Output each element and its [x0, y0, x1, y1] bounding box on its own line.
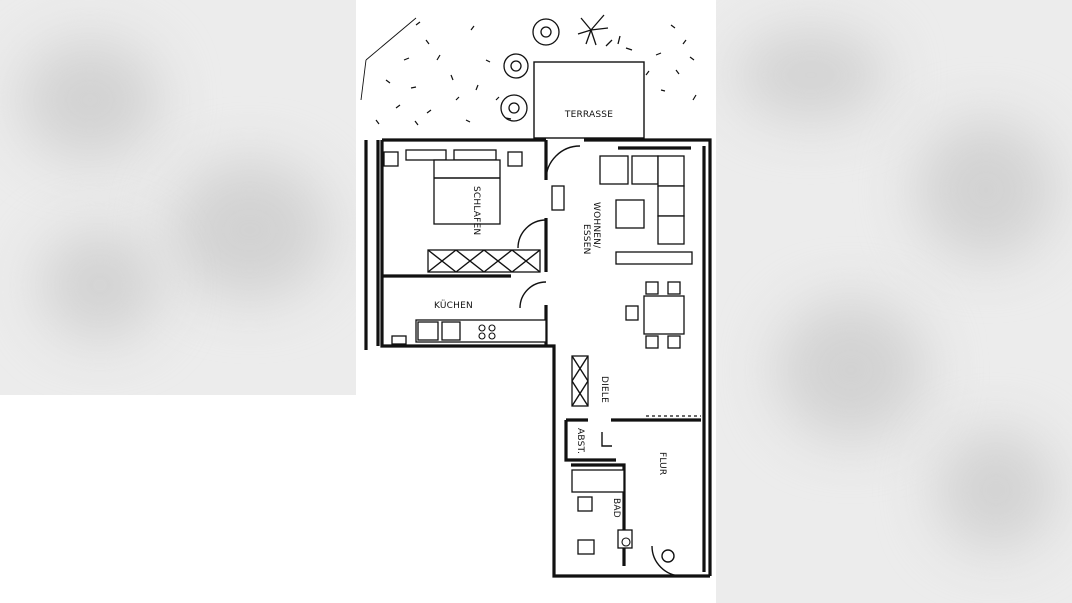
living-label-line2: ESSEN [581, 224, 591, 255]
bath-fixtures [571, 469, 675, 563]
bathtub [571, 469, 625, 493]
hall-label: DIELE [599, 376, 609, 403]
kitchen-label: KÜCHEN [434, 300, 473, 311]
doors [517, 145, 683, 577]
wardrobe [427, 249, 541, 273]
floor-plan: TERRASSE [356, 0, 716, 603]
blurred-right-panel [716, 0, 1072, 603]
hall-furniture [571, 355, 701, 417]
shrubs [500, 14, 633, 122]
sideboard [615, 251, 693, 265]
terrace-label: TERRASSE [564, 110, 613, 120]
blurred-left-panel [0, 0, 356, 603]
entrance-marker [661, 549, 675, 563]
living-label-line1: WOHNEN/ [591, 202, 601, 249]
dining-table [643, 295, 685, 335]
living-label: WOHNEN/ ESSEN [581, 202, 601, 255]
bedroom-furniture [383, 149, 541, 273]
storage-label: ABST. [575, 428, 585, 454]
floor-plan-drawing: TERRASSE [360, 14, 712, 578]
toilet [617, 529, 633, 549]
bath-label: BAD [611, 498, 621, 518]
corridor-label: FLUR [657, 452, 667, 475]
interior-walls [382, 140, 701, 566]
kitchen-furniture [391, 319, 547, 345]
garden-vegetation [360, 17, 697, 126]
storage-door [601, 432, 612, 447]
bedroom-label: SCHLAFEN [471, 186, 481, 235]
living-furniture [551, 155, 693, 349]
terrace-outline [533, 61, 645, 139]
